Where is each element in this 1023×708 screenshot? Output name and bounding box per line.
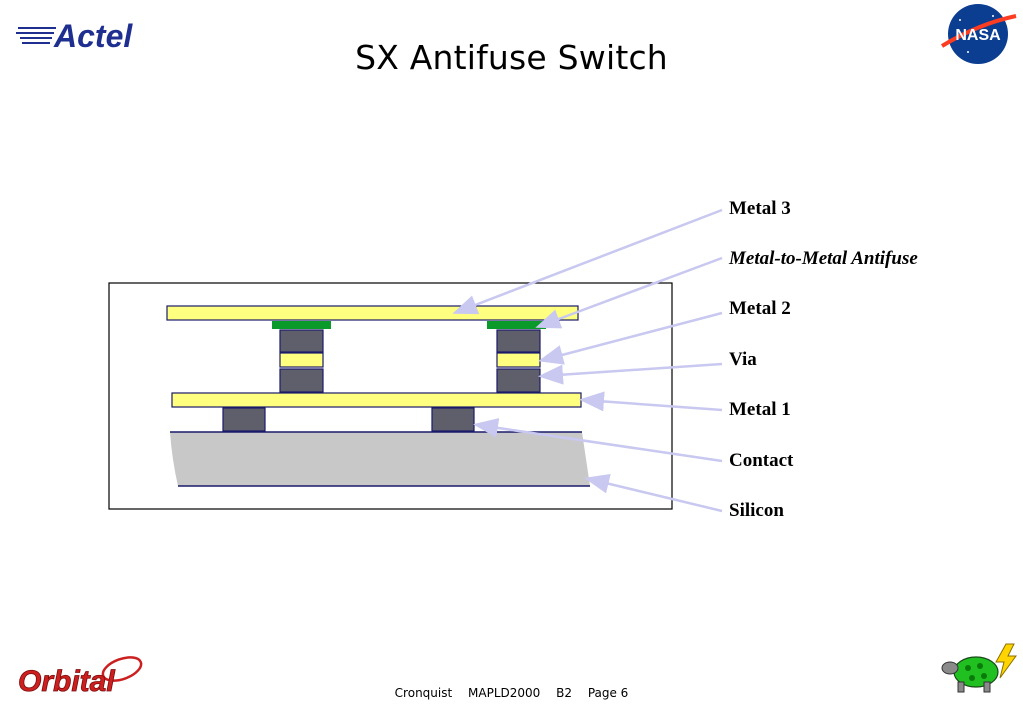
label-metal2: Metal 2 (729, 298, 791, 319)
antifuse-left (272, 321, 331, 329)
metal1-layer (171, 392, 582, 408)
pointer-via (538, 362, 723, 385)
contact-right (431, 407, 475, 432)
via-right-upper (496, 329, 541, 353)
label-via: Via (729, 349, 757, 370)
via-left-upper (279, 329, 324, 353)
actel-logo-text: Actel (53, 18, 133, 54)
label-contact: Contact (729, 450, 794, 471)
pointer-metal2 (538, 311, 723, 365)
nasa-logo: NASA (938, 2, 1018, 66)
orbital-logo: Orbital (14, 655, 154, 699)
contact-left (222, 407, 266, 432)
actel-logo: Actel (16, 14, 158, 54)
turtle-lightning-icon (940, 642, 1018, 698)
metal3-layer (166, 305, 579, 321)
antifuse-right (487, 321, 546, 329)
metal2-left (279, 352, 324, 368)
svg-text:Orbital: Orbital (18, 665, 115, 698)
diagram-frame (108, 282, 673, 510)
via-right-lower (496, 368, 541, 393)
pointer-silicon (584, 473, 723, 513)
footer-author: Cronquist (394, 686, 453, 700)
footer-conference: MAPLD2000 (468, 686, 541, 700)
svg-text:NASA: NASA (955, 27, 1001, 44)
label-metal1: Metal 1 (729, 399, 791, 420)
slide-footer: Cronquist MAPLD2000 B2 Page 6 (0, 686, 1023, 700)
label-antifuse: Metal-to-Metal Antifuse (729, 248, 918, 269)
metal2-right (496, 352, 541, 368)
pointer-metal3 (452, 208, 723, 315)
footer-page: Page 6 (587, 686, 629, 700)
label-silicon: Silicon (729, 500, 784, 521)
slide-title: SX Antifuse Switch (355, 38, 668, 77)
footer-session: B2 (556, 686, 572, 700)
pointer-contact (473, 418, 723, 463)
pointer-antifuse (535, 256, 723, 329)
silicon-layer (170, 432, 590, 486)
via-left-lower (279, 368, 324, 393)
label-metal3: Metal 3 (729, 198, 791, 219)
pointer-metal1 (579, 391, 723, 412)
